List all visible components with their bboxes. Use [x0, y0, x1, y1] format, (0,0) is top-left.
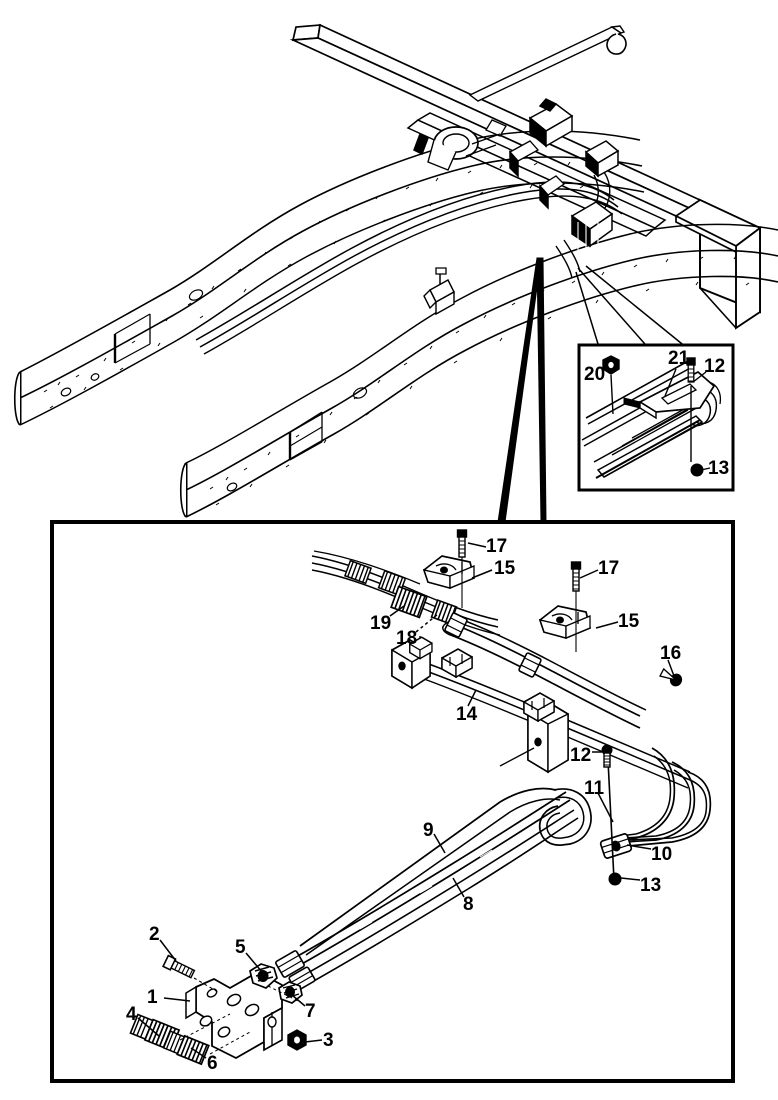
detail-inset-artwork — [581, 355, 722, 479]
main-panel-callouts: 17 15 17 15 16 19 18 14 12 11 10 13 9 8 … — [126, 536, 681, 1074]
callout-18: 18 — [396, 628, 417, 649]
center-routing-block — [508, 98, 620, 279]
union-fitting-19 — [390, 585, 428, 619]
tube-nut-5 — [249, 963, 278, 989]
threaded-fitting-6 — [162, 1030, 210, 1066]
callout-4: 4 — [126, 1004, 137, 1025]
frame-center-hub — [413, 119, 507, 171]
callout-2: 2 — [149, 924, 160, 945]
mounting-bracket-1 — [185, 970, 283, 1060]
inset-leader-lines — [575, 265, 693, 353]
callout-9: 9 — [423, 820, 434, 841]
callout-7: 7 — [305, 1001, 316, 1022]
callout-14: 14 — [456, 704, 478, 725]
callout-3: 3 — [323, 1030, 334, 1051]
mounting-bolt-12 — [601, 744, 613, 768]
rail-clips — [409, 636, 555, 723]
callout-17-left: 17 — [486, 536, 507, 557]
bracket-right — [499, 701, 569, 774]
frame-overview-panel — [13, 23, 778, 523]
callout-1: 1 — [147, 987, 158, 1008]
rail-collars — [444, 612, 542, 678]
detail-inset-panel: 20 21 12 13 — [577, 343, 735, 492]
junction-block-10 — [599, 833, 633, 859]
clip-screw-16 — [659, 667, 683, 687]
callout-19: 19 — [370, 613, 391, 634]
main-panel-leaders — [137, 542, 675, 1059]
callout-20: 20 — [584, 364, 605, 385]
line-elbow-fittings — [275, 950, 316, 992]
detail-inset-callouts: 20 21 12 13 — [584, 348, 729, 479]
bracket-left — [391, 636, 431, 690]
clamp-bracket-15-right — [538, 605, 592, 639]
callout-17-right: 17 — [598, 558, 619, 579]
callout-11: 11 — [584, 778, 605, 799]
main-exploded-panel: 17 15 17 15 16 19 18 14 12 11 10 13 9 8 … — [50, 520, 735, 1083]
lock-nut-13 — [608, 872, 622, 886]
clamp-bolt-17-left — [456, 529, 468, 558]
frame-rail-right — [179, 223, 778, 518]
assembly-axis-lines — [179, 985, 301, 1055]
bolt-through-line — [607, 759, 615, 881]
callout-15-left: 15 — [494, 558, 516, 579]
callout-16: 16 — [660, 643, 681, 664]
callout-15-right: 15 — [618, 611, 640, 632]
brake-lines-on-frame — [195, 181, 623, 355]
hex-bolt-2 — [162, 954, 196, 979]
fitting-upper-a — [343, 559, 373, 585]
callout-12-inset: 12 — [704, 356, 725, 377]
callout-10: 10 — [651, 844, 672, 865]
bolt-2-axis — [193, 977, 219, 993]
callout-13-main: 13 — [640, 875, 661, 896]
hex-nut-3 — [287, 1029, 307, 1051]
diagonal-brace — [468, 25, 627, 102]
detail-inset-leaders — [610, 368, 711, 471]
clamp-bolt-17-right — [570, 561, 582, 592]
callout-21: 21 — [668, 348, 690, 369]
callout-6: 6 — [207, 1053, 218, 1074]
brake-lines-8-9 — [295, 791, 579, 983]
main-panel-border — [50, 520, 735, 1083]
callout-5: 5 — [235, 937, 246, 958]
callout-12-main: 12 — [570, 745, 591, 766]
lower-parallel-lines — [415, 659, 691, 789]
callout-13-inset: 13 — [708, 458, 729, 479]
callout-8: 8 — [463, 894, 474, 915]
